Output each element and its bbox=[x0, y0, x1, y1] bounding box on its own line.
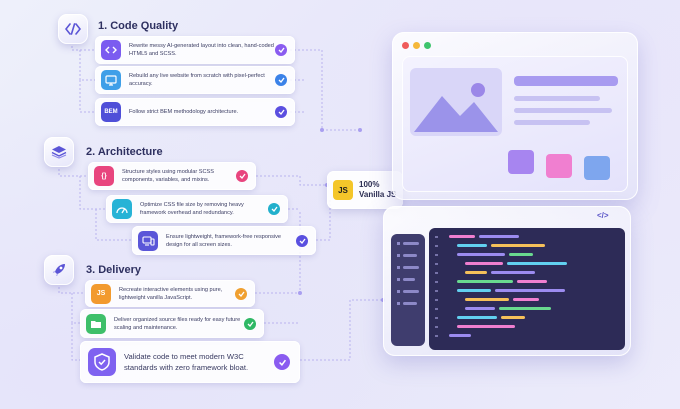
monitor-icon bbox=[101, 70, 121, 90]
task-card: Deliver organized source files ready for… bbox=[80, 309, 264, 338]
check-icon bbox=[275, 44, 287, 56]
task-text: Deliver organized source files ready for… bbox=[114, 316, 241, 331]
task-card: {} Structure styles using modular SCSS c… bbox=[88, 162, 256, 190]
task-text: Optimize CSS file size by removing heavy… bbox=[140, 202, 244, 216]
browser-content bbox=[402, 56, 628, 192]
wireframe-layout bbox=[410, 68, 618, 180]
task-text: Rebuild any live website from scratch wi… bbox=[129, 73, 265, 87]
section-title-delivery: 3. Delivery bbox=[86, 264, 142, 276]
task-card-featured: Validate code to meet modern W3C standar… bbox=[80, 341, 300, 383]
task-text: Ensure lightweight, framework-free respo… bbox=[166, 233, 282, 248]
task-card: Rewrite messy AI-generated layout into c… bbox=[95, 36, 295, 64]
code-editor-mockup: </> bbox=[383, 206, 631, 356]
task-card: Ensure lightweight, framework-free respo… bbox=[132, 226, 316, 255]
code-lines bbox=[435, 235, 567, 337]
rocket-icon bbox=[44, 255, 74, 285]
task-card: Rebuild any live website from scratch wi… bbox=[95, 66, 295, 94]
task-card: JS Recreate interactive elements using p… bbox=[85, 280, 255, 307]
shield-check-icon bbox=[88, 348, 116, 376]
speedometer-icon bbox=[112, 199, 132, 219]
task-card: BEM Follow strict BEM methodology archit… bbox=[95, 98, 295, 126]
curly-braces-icon: {} bbox=[94, 166, 114, 186]
window-dot-yellow bbox=[413, 42, 420, 49]
responsive-devices-icon bbox=[138, 230, 158, 251]
editor-code-area bbox=[429, 228, 625, 350]
vanilla-js-badge: JS 100% Vanilla JS bbox=[327, 171, 403, 209]
editor-file-tree bbox=[391, 234, 425, 346]
check-icon bbox=[268, 203, 280, 215]
browser-mockup bbox=[392, 32, 638, 200]
code-brackets-icon bbox=[58, 14, 88, 44]
js-icon: JS bbox=[333, 180, 353, 200]
check-icon bbox=[236, 170, 248, 182]
task-card: Optimize CSS file size by removing heavy… bbox=[106, 195, 288, 223]
task-text: Follow strict BEM methodology architectu… bbox=[129, 109, 239, 115]
badge-label: Vanilla JS bbox=[359, 190, 397, 199]
code-tag-icon: </> bbox=[597, 211, 609, 220]
window-dot-green bbox=[424, 42, 431, 49]
folder-icon bbox=[86, 313, 106, 334]
task-text: Recreate interactive elements using pure… bbox=[119, 286, 223, 301]
check-icon bbox=[275, 106, 287, 118]
task-text: Structure styles using modular SCSS comp… bbox=[122, 169, 215, 183]
check-icon bbox=[235, 287, 247, 300]
check-icon bbox=[274, 354, 290, 370]
task-text: Rewrite messy AI-generated layout into c… bbox=[129, 43, 274, 57]
js-icon: JS bbox=[91, 283, 111, 304]
code-file-icon bbox=[101, 40, 121, 60]
task-text: Validate code to meet modern W3C standar… bbox=[124, 352, 249, 372]
layers-icon bbox=[44, 137, 74, 167]
window-dot-red bbox=[402, 42, 409, 49]
check-icon bbox=[296, 234, 308, 247]
section-title-code-quality: 1. Code Quality bbox=[98, 20, 179, 32]
check-icon bbox=[244, 317, 256, 330]
check-icon bbox=[275, 74, 287, 86]
bem-icon: BEM bbox=[101, 102, 121, 122]
badge-percent: 100% bbox=[359, 180, 380, 189]
section-title-architecture: 2. Architecture bbox=[86, 146, 163, 158]
